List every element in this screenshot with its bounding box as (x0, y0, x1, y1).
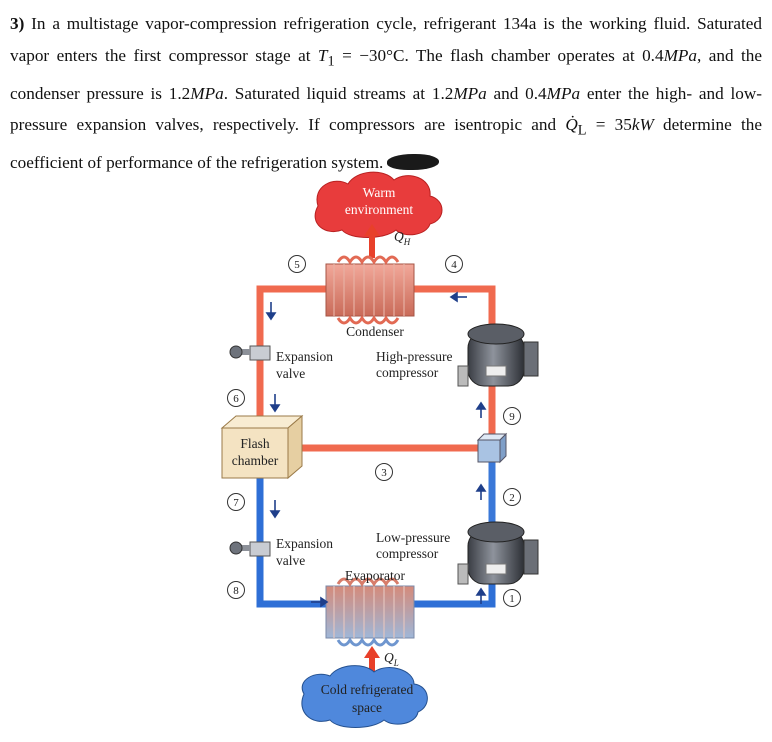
qh-heat-arrow: QH (364, 224, 411, 258)
exp-valve-bottom-label-1: Expansion (276, 536, 333, 551)
state-marker-3: 3 (375, 463, 393, 481)
text-s2: . The flash chamber operates at 0.4 (404, 45, 664, 65)
warm-environment-cloud: Warm environment (314, 171, 443, 238)
hot-piping (256, 285, 496, 534)
text-s5: and 0.4 (486, 83, 547, 103)
t1-value: = −30°C (334, 45, 405, 65)
cold-space-cloud: Cold refrigerated space (301, 665, 428, 728)
warm-label-1: Warm (363, 185, 396, 200)
svg-text:1: 1 (509, 593, 515, 605)
text-s7: determine the coefficient of performance… (10, 115, 762, 173)
unit-mpa-4: MPa (546, 83, 581, 103)
t1-symbol: T (317, 45, 328, 65)
condenser-coil: Condenser (325, 255, 415, 339)
mixing-chamber (476, 432, 508, 464)
evaporator-label: Evaporator (345, 568, 405, 583)
state-markers: 5 4 6 9 3 7 2 8 1 (227, 255, 521, 607)
problem-statement: 3) In a multistage vapor-compression ref… (10, 8, 762, 179)
ql-subscript: L (393, 658, 399, 668)
svg-text:2: 2 (509, 492, 515, 504)
flow-arrows (265, 291, 487, 608)
svg-text:5: 5 (294, 259, 300, 271)
qh-label: Q (394, 229, 404, 244)
svg-text:9: 9 (509, 411, 515, 423)
ql-symbol: Q̇ (565, 115, 578, 135)
cold-label-1: Cold refrigerated (321, 682, 414, 697)
text-s4: . Saturated liquid streams at 1.2 (223, 83, 454, 103)
expansion-valve-bottom: Expansion valve (229, 536, 333, 568)
svg-text:QH: QH (394, 229, 411, 247)
unit-kw: kW (631, 115, 654, 135)
svg-text:7: 7 (233, 497, 239, 509)
lp-compressor-label-1: Low-pressure (376, 530, 450, 545)
text-s3: , and the condenser pressure is 1.2 (10, 45, 762, 103)
warm-label-2: environment (345, 202, 413, 217)
cold-piping (256, 474, 496, 608)
state-marker-7: 7 (227, 493, 245, 511)
svg-text:4: 4 (451, 259, 457, 271)
ql-label: Q (384, 650, 394, 665)
flash-label-2: chamber (232, 453, 279, 468)
state-marker-9: 9 (503, 407, 521, 425)
state-marker-5: 5 (288, 255, 306, 273)
evaporator-coil: Evaporator (325, 568, 415, 647)
state-marker-2: 2 (503, 488, 521, 506)
state-marker-1: 1 (503, 589, 521, 607)
unit-mpa-3: MPa (453, 83, 487, 103)
hp-compressor-label-2: compressor (376, 365, 439, 380)
qh-subscript: H (403, 237, 411, 247)
condenser-label: Condenser (346, 324, 404, 339)
svg-text:6: 6 (233, 393, 239, 405)
svg-text:8: 8 (233, 585, 239, 597)
svg-text:QL: QL (384, 650, 399, 668)
ql-value: = 35 (586, 115, 632, 135)
t1-subscript: 1 (327, 53, 335, 70)
ql-subscript: L (577, 122, 587, 139)
expansion-valve-top: Expansion valve (229, 345, 333, 381)
text-s6: enter the high- and low-pressure expansi… (10, 83, 762, 135)
svg-text:3: 3 (381, 467, 387, 479)
exp-valve-bottom-label-2: valve (276, 553, 305, 568)
unit-mpa-2: MPa (190, 83, 224, 103)
state-marker-4: 4 (445, 255, 463, 273)
state-marker-6: 6 (227, 389, 245, 407)
flash-label-1: Flash (240, 436, 270, 451)
high-pressure-compressor: High-pressure compressor (376, 323, 539, 387)
low-pressure-compressor: Low-pressure compressor (376, 521, 539, 585)
cold-label-2: space (352, 700, 382, 715)
problem-number: 3) (10, 14, 25, 33)
lp-compressor-label-2: compressor (376, 546, 439, 561)
state-marker-8: 8 (227, 581, 245, 599)
refrigeration-diagram: Warm environment QH Condenser Evaporator (220, 171, 539, 728)
flash-chamber: Flash chamber (220, 414, 304, 480)
hp-compressor-label-1: High-pressure (376, 349, 452, 364)
unit-mpa-1: MPa (663, 45, 697, 65)
redaction-blob (387, 154, 440, 171)
exp-valve-top-label-2: valve (276, 366, 305, 381)
exp-valve-top-label-1: Expansion (276, 349, 333, 364)
text-s1: In a multistage vapor-compression refrig… (10, 14, 763, 65)
